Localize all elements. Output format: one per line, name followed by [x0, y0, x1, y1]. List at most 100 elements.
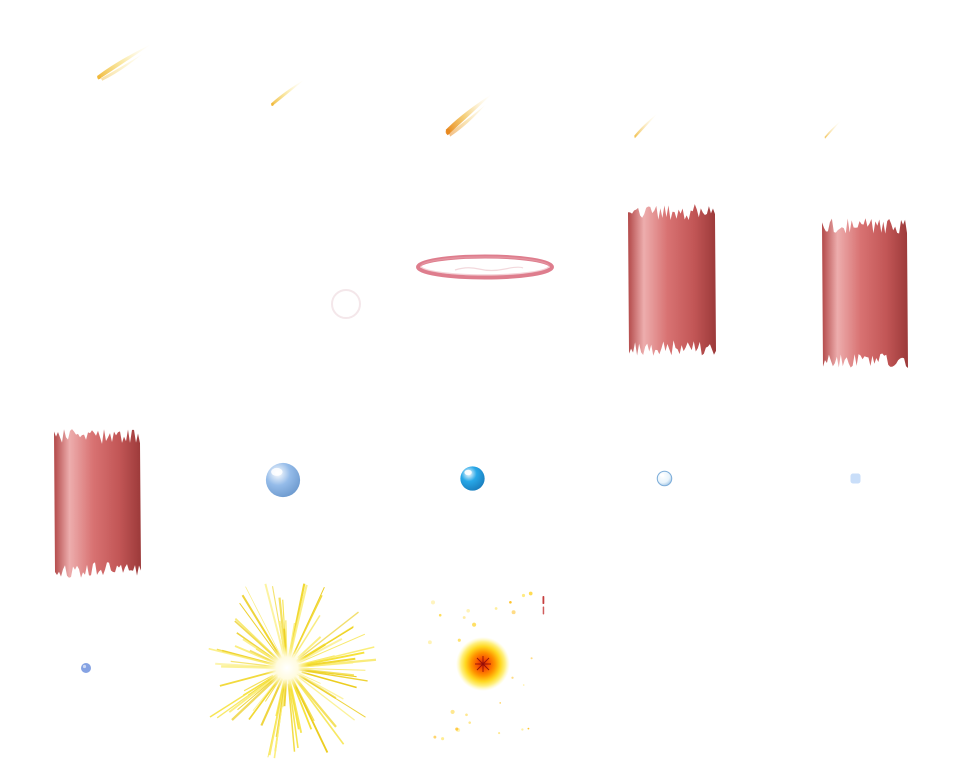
- sparkle-dot: [465, 713, 468, 717]
- comet-streak-tiny-icon: [823, 118, 843, 140]
- red-dash-top: [542, 596, 545, 604]
- cylinder-svg: [822, 218, 908, 368]
- glossy-bubble-large-icon: [264, 461, 302, 499]
- sparkle-dot: [530, 657, 533, 660]
- bubble-highlight: [659, 473, 665, 477]
- orange-glow-burst-icon: [425, 585, 545, 750]
- bubble-svg: [265, 462, 301, 498]
- comet-streak-svg: [634, 112, 659, 139]
- ring-highlight: [420, 256, 550, 276]
- comet-head: [445, 128, 451, 135]
- comet-streak-bright-icon: [442, 90, 496, 138]
- sparkle-dot: [457, 638, 461, 642]
- sparkle-dot: [430, 600, 436, 605]
- cylinder-svg: [54, 429, 141, 578]
- sparkle-dot: [450, 709, 455, 714]
- sparkle-dot: [433, 735, 437, 739]
- comet-body: [271, 78, 306, 107]
- burst-ray: [268, 678, 286, 756]
- burst-ray: [292, 676, 345, 745]
- cylinder-svg: [628, 204, 716, 356]
- bubble-highlight: [464, 469, 472, 476]
- comet-streak-large-icon: [92, 40, 156, 82]
- burst-ray: [245, 586, 283, 659]
- sparkle-dot: [427, 640, 432, 645]
- red-dash-bottom: [542, 606, 545, 615]
- burst-ray: [287, 683, 296, 752]
- comet-body: [97, 43, 153, 80]
- bubble-body: [460, 466, 485, 491]
- ring-scribble: [454, 266, 524, 272]
- ring-svg: [416, 254, 554, 280]
- burst-ray: [298, 676, 356, 721]
- comet-streak-svg: [97, 43, 153, 81]
- red-dash-icon: [541, 596, 546, 616]
- burst-ray: [301, 671, 357, 689]
- bubble-svg: [460, 466, 485, 491]
- sparkle-dot: [521, 728, 524, 731]
- sparkle-dot: [472, 622, 477, 627]
- burst-ray: [293, 594, 323, 655]
- bubble-highlight: [271, 467, 283, 476]
- sparkle-dot: [521, 593, 526, 598]
- red-dash-svg: [542, 596, 545, 615]
- red-fringed-cylinder-icon: [822, 218, 908, 368]
- comet-streak-small-icon: [632, 110, 660, 140]
- glossy-bubble-tiny-icon: [850, 473, 861, 484]
- sparkle-dot: [511, 676, 514, 679]
- burst-core: [265, 646, 309, 690]
- dot-highlight: [82, 664, 87, 669]
- red-fringed-cylinder-icon: [54, 428, 141, 578]
- sun-svg: [427, 591, 533, 741]
- elliptical-ring-icon: [413, 252, 558, 282]
- comet-streak-svg: [445, 93, 493, 137]
- sparkle-dot: [455, 727, 459, 731]
- burst-ray: [215, 662, 275, 669]
- burst-ray: [275, 683, 286, 737]
- sun-star-lines: [475, 656, 491, 672]
- glossy-bubble-small-icon: [656, 470, 673, 487]
- dot-svg: [81, 663, 91, 673]
- cylinder-body: [628, 204, 716, 356]
- sparkle-dot: [528, 591, 533, 596]
- burst-ray: [297, 669, 368, 682]
- sparkle-dot: [499, 702, 501, 704]
- cylinder-body: [822, 218, 908, 368]
- yellow-starburst-icon: [192, 573, 382, 765]
- bubble-svg: [656, 470, 673, 487]
- dot-body: [81, 663, 91, 673]
- starburst-svg: [208, 583, 377, 759]
- comet-trail: [100, 54, 142, 81]
- sparkle-dot: [466, 609, 470, 613]
- burst-ray: [264, 583, 285, 655]
- sparkle-dot: [441, 737, 445, 741]
- bubble-body: [265, 462, 301, 498]
- comet-trail: [449, 105, 486, 137]
- burst-ray: [299, 633, 366, 664]
- comet-streak-svg: [271, 78, 306, 107]
- sparkle-dot: [509, 600, 512, 604]
- blue-dot-icon: [80, 662, 92, 674]
- bubble-body: [850, 473, 861, 484]
- sparkle-dot: [462, 616, 466, 619]
- faint-circle-svg: [331, 289, 361, 319]
- bubble-body: [656, 470, 673, 487]
- faint-circle-outline: [331, 289, 361, 319]
- sun-sparkles-group: [427, 591, 533, 741]
- faint-circle-icon: [328, 286, 364, 322]
- red-fringed-cylinder-icon: [628, 204, 716, 356]
- comet-body: [824, 119, 842, 139]
- comet-streak-svg: [824, 119, 842, 139]
- sparkle-dot: [527, 727, 530, 730]
- burst-ray: [278, 597, 287, 656]
- glossy-bubble-medium-icon: [459, 465, 486, 492]
- sparkle-dot: [438, 613, 442, 617]
- bubble-svg: [850, 473, 861, 484]
- comet-body: [445, 93, 493, 136]
- sparkle-dot: [511, 610, 516, 615]
- burst-ray: [231, 676, 279, 721]
- sparkle-dot: [522, 684, 525, 686]
- comet-body: [634, 112, 659, 139]
- burst-ray: [288, 584, 308, 658]
